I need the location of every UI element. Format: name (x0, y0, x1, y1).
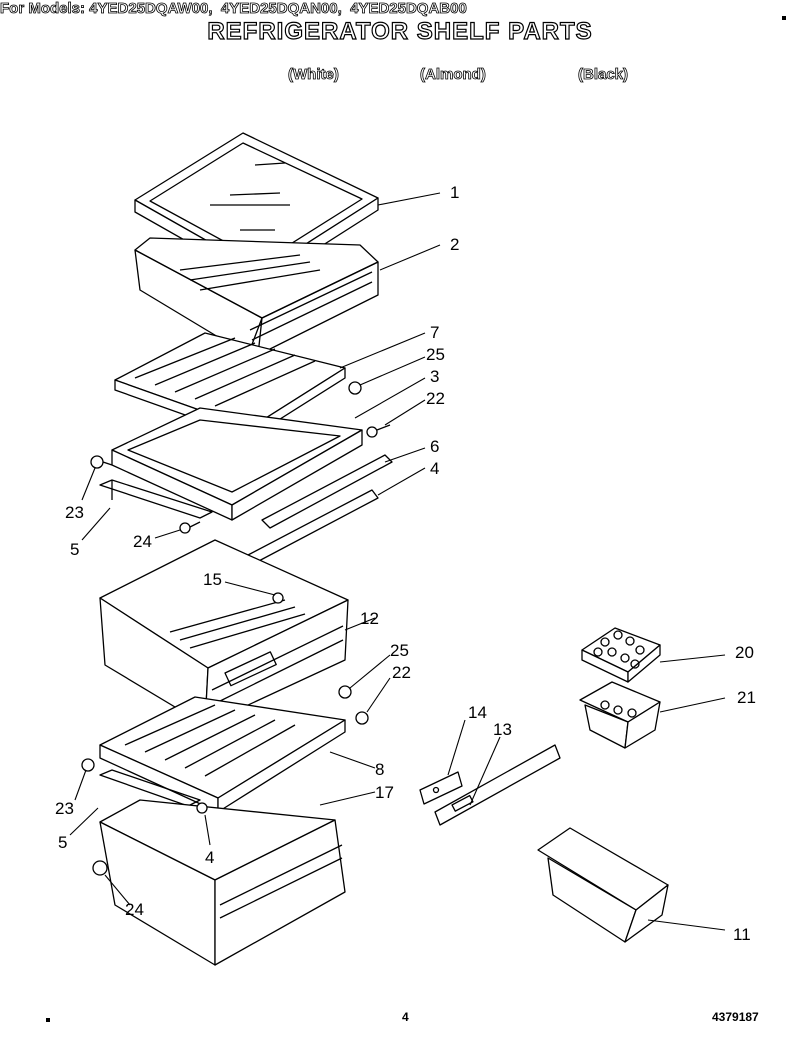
callout-11: 11 (733, 925, 751, 944)
callout-8: 8 (375, 760, 384, 779)
callout-15: 15 (203, 570, 222, 589)
callout-3: 3 (430, 367, 439, 386)
callout-22-upper: 22 (426, 389, 445, 408)
callout-17: 17 (375, 783, 394, 802)
color-label-white: (White) (288, 66, 340, 84)
rail-part-13 (434, 744, 561, 826)
callout-4-lower: 4 (205, 848, 214, 867)
crisper-drawer-part-12 (99, 539, 349, 726)
bottom-drawer-part-17 (99, 799, 346, 966)
callout-21: 21 (737, 688, 756, 707)
document-number: 4379187 (712, 1010, 759, 1024)
callout-4-upper: 4 (430, 459, 439, 478)
callout-25-lower: 25 (390, 641, 409, 660)
side-rail-part-5-lower (99, 769, 201, 807)
callout-23-upper: 23 (65, 503, 84, 522)
scan-mark-bottom (46, 1018, 50, 1022)
callout-6: 6 (430, 437, 439, 456)
side-rail-part-5-upper (99, 479, 213, 519)
callout-1: 1 (450, 183, 459, 202)
callout-7: 7 (430, 323, 439, 342)
models-line: For Models: 4YED25DQAW00, 4YED25DQAN00, … (0, 0, 467, 17)
egg-tray-part-20 (581, 627, 661, 683)
leader-lines (69, 192, 726, 931)
lower-shelf-part-8 (99, 696, 346, 813)
fasteners-upper (90, 381, 391, 534)
callout-22-lower: 22 (392, 663, 411, 682)
egg-bin-part-21 (579, 681, 661, 749)
color-label-black: (Black) (578, 66, 629, 84)
bracket-part-14 (419, 771, 463, 805)
fasteners-lower (81, 685, 369, 876)
page-number: 4 (402, 1010, 409, 1024)
color-label-almond: (Almond) (420, 66, 487, 84)
callout-24-lower: 24 (125, 900, 144, 919)
callout-23-lower: 23 (55, 799, 74, 818)
callout-20: 20 (735, 643, 754, 662)
callout-5-lower: 5 (58, 833, 67, 852)
callout-24-upper: 24 (133, 532, 152, 551)
page-title: REFRIGERATOR SHELF PARTS (207, 17, 593, 45)
door-bin-part-11 (537, 827, 669, 943)
callout-12: 12 (360, 609, 379, 628)
callout-14: 14 (468, 703, 487, 722)
callout-2: 2 (450, 235, 459, 254)
callout-5-upper: 5 (70, 540, 79, 559)
callout-13: 13 (493, 720, 512, 739)
shelf-frame-part-3 (111, 407, 363, 521)
callout-numbers: 1 2 7 25 3 22 6 4 23 5 24 15 12 25 22 8 … (55, 183, 756, 944)
scan-mark-top (782, 16, 786, 20)
drawer-part-2 (134, 237, 379, 356)
trim-strip-part-6 (261, 454, 393, 529)
callout-25-upper: 25 (426, 345, 445, 364)
